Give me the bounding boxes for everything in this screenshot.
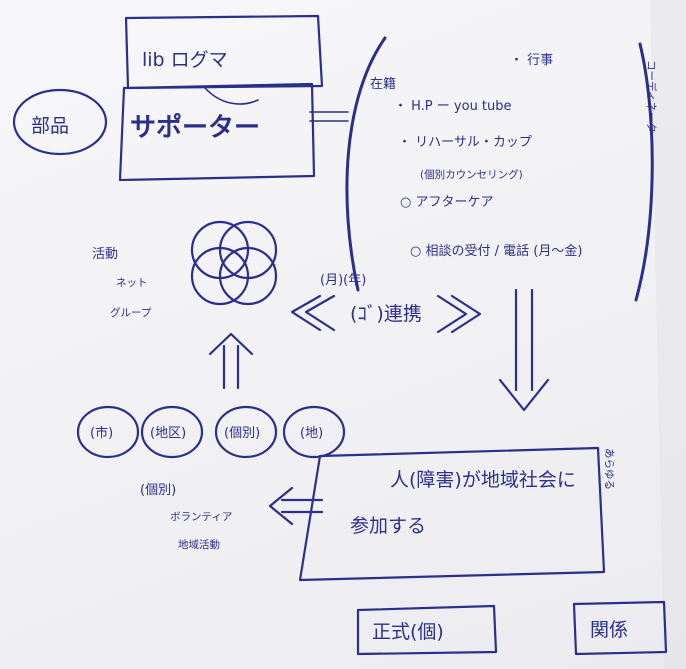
small-circle-3-label: (個別) xyxy=(224,426,260,441)
mid-chevron-right-2 xyxy=(436,294,468,334)
small-circle-1 xyxy=(76,405,140,459)
left-oval-text: 部品 xyxy=(31,115,69,137)
under-circles-sub2: 地域活動 xyxy=(178,538,220,551)
bottom-right-box xyxy=(572,600,668,656)
main-box-line-1: 人(障害)が地域社会に xyxy=(390,469,576,491)
mid-bracket-label: (ｺﾞ)連携 xyxy=(350,303,422,325)
small-circle-2 xyxy=(140,405,204,459)
list-item-1: ○ 相談の受付 / 電話 (月〜金) xyxy=(410,243,582,259)
small-circle-3 xyxy=(214,405,278,459)
under-circles-sub: ボランティア xyxy=(170,511,232,523)
list-item-3: ・ リハーサル・カップ xyxy=(398,135,532,150)
venn-note-left: 活動 xyxy=(92,247,118,262)
small-circle-4-label: (地) xyxy=(300,426,323,441)
right-vertical-note: コーディネーター xyxy=(645,60,658,143)
venn-circle-4 xyxy=(218,246,278,306)
venn-circle-3 xyxy=(190,246,250,306)
up-arrow-head xyxy=(208,332,254,356)
bottom-center-box-text: 正式(個) xyxy=(372,621,444,643)
top-box-link xyxy=(204,87,259,105)
list-item-2-note: (個別カウンセリング) xyxy=(420,168,523,181)
venn-note-sub: ネット xyxy=(116,277,148,289)
mid-chevron-right-1 xyxy=(450,294,482,334)
mid-chevron-left-2 xyxy=(304,294,336,332)
right-list-bracket-left xyxy=(345,36,387,292)
right-list-bracket-right xyxy=(634,42,654,302)
left-arrow-head xyxy=(268,486,294,526)
list-item-5: ・ 行事 xyxy=(510,53,553,68)
main-box-line-2: 参加する xyxy=(350,515,426,537)
small-circle-1-label: (市) xyxy=(90,425,113,441)
list-item-2: ○ アフターケア xyxy=(400,195,493,210)
small-circle-4 xyxy=(282,405,346,459)
main-box xyxy=(298,446,606,582)
venn-note-sub2: グループ xyxy=(110,306,152,319)
top-box-main-text: サポーター xyxy=(130,112,260,143)
list-item-4: ・ H.P ー you tube xyxy=(394,99,512,114)
under-circles-note: (個別) xyxy=(140,483,176,498)
bottom-right-box-text: 関係 xyxy=(590,619,628,641)
top-upper-box xyxy=(124,14,324,90)
mid-bracket-sub: (月)(年) xyxy=(320,273,366,288)
small-circle-2-label: (地区) xyxy=(150,426,186,441)
bottom-center-box xyxy=(356,604,498,656)
down-arrow-head xyxy=(498,378,550,412)
top-box-upper-text: lib ログマ xyxy=(142,49,228,71)
left-oval xyxy=(12,88,108,156)
main-box-side-note: あらゆる xyxy=(603,448,615,490)
mid-chevron-left-1 xyxy=(290,294,322,332)
top-main-box xyxy=(118,82,316,182)
small-note-top: 在籍 xyxy=(370,76,396,92)
